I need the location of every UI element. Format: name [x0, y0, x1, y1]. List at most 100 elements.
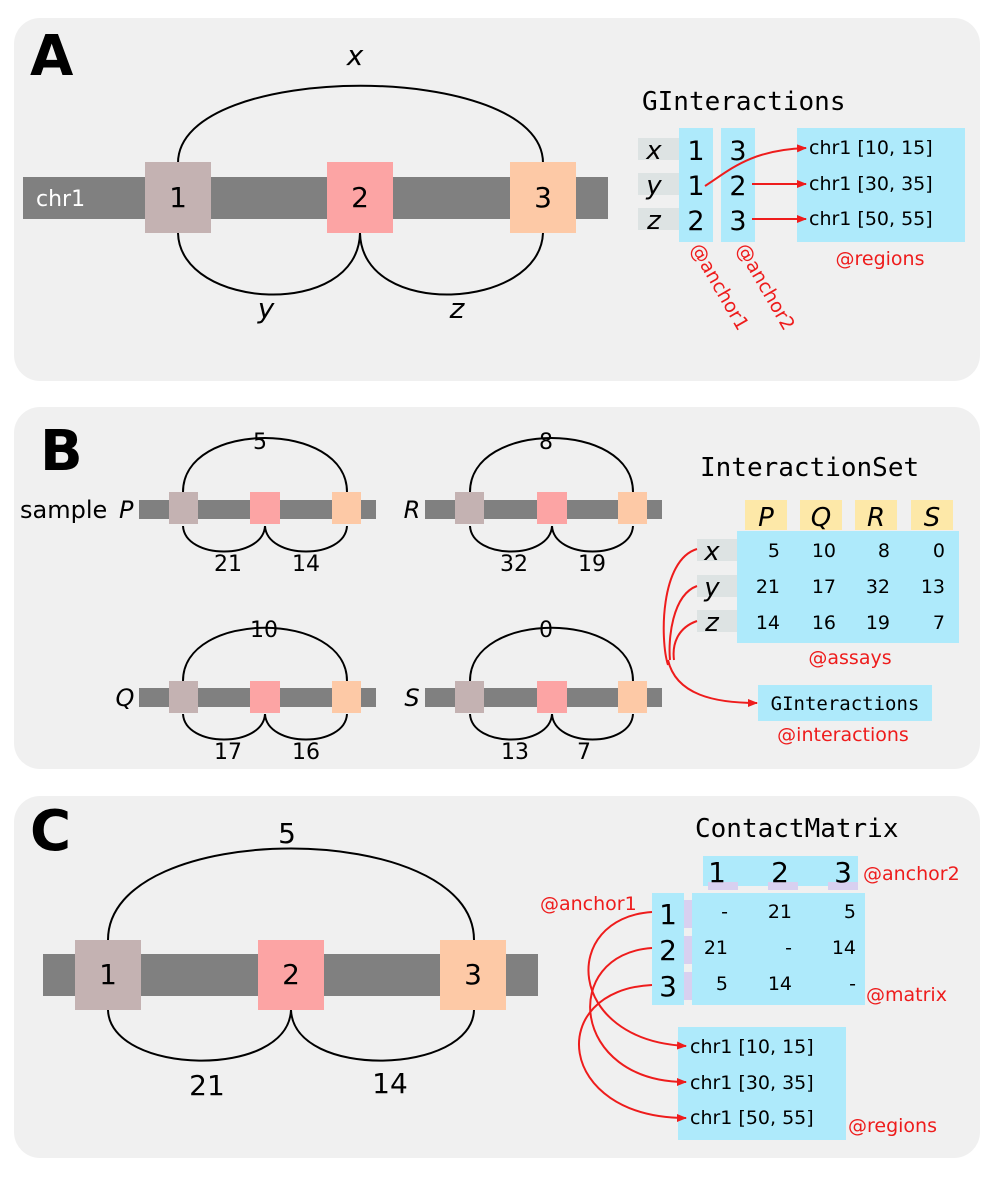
column-header-bg-q [800, 500, 842, 530]
anchor1-value-y: 1 [687, 171, 704, 202]
arc-left [107, 1009, 292, 1062]
contactmatrix-title: ContactMatrix [695, 814, 899, 844]
assay-cell: 16 [812, 612, 836, 634]
anchor-region-1 [455, 681, 484, 713]
arc-top [107, 847, 475, 941]
column-header-2: 2 [771, 856, 789, 889]
column-header-r: R [867, 503, 885, 533]
arc-left [469, 713, 553, 741]
column-header-bg-p [745, 500, 787, 530]
count-left: 13 [501, 740, 529, 765]
arrow-row-y [668, 585, 698, 661]
arc-label-y: y [257, 292, 275, 325]
row-label-z: z [704, 608, 720, 638]
panel-c: C 1 2 3 5 21 14 ContactMatrix 1 2 3 @anc… [14, 796, 980, 1158]
slot-anchor2-label: @anchor2 [863, 863, 960, 885]
contact-matrix-values: - 21 5 21 - 14 5 14 - [704, 901, 856, 995]
anchor-label-1: 1 [169, 181, 187, 214]
arc-z [359, 232, 544, 296]
anchor2-header-box [703, 856, 858, 886]
count-left: 17 [214, 740, 242, 765]
column-header-s: S [924, 503, 941, 533]
arrow-to-interactions [667, 659, 758, 707]
assay-cell: 19 [866, 612, 890, 634]
sample-name: S [404, 684, 419, 712]
interactions-box [758, 685, 932, 721]
arc-right [264, 525, 348, 553]
anchor2-value-x: 3 [729, 136, 746, 167]
assay-cell: 8 [878, 540, 890, 562]
assay-cell: 0 [933, 540, 945, 562]
anchor-label-2: 2 [282, 958, 300, 991]
assay-cell: 17 [812, 576, 836, 598]
column-header-q: Q [811, 503, 831, 533]
anchor1-header-box [652, 893, 684, 1005]
row-label-y: y [645, 171, 662, 201]
assay-cell: 14 [756, 612, 780, 634]
row-header-1: 1 [659, 898, 677, 931]
count-top: 0 [539, 618, 553, 643]
count-top: 5 [278, 817, 296, 850]
row-header-2: 2 [659, 934, 677, 967]
assays-matrix-box [737, 531, 959, 643]
arc-label-z: z [449, 292, 466, 325]
arc-top [182, 437, 348, 493]
slot-regions-label: @regions [836, 248, 925, 270]
header-tick [768, 882, 798, 890]
row-label-bg-z [638, 208, 680, 230]
anchor-region-3 [440, 940, 506, 1010]
row-header-3: 3 [659, 970, 677, 1003]
panel-b-letter: B [40, 419, 83, 484]
arc-right [290, 1009, 475, 1062]
arc-right [551, 525, 634, 553]
region-2: chr1 [30, 35] [690, 1072, 814, 1094]
anchor-region-2 [250, 492, 280, 524]
matrix-cell: 14 [768, 973, 792, 995]
region-3: chr1 [50, 55] [809, 208, 933, 230]
anchor-label-3: 3 [534, 181, 552, 214]
region-1: chr1 [10, 15] [809, 137, 933, 159]
anchor-region-2 [258, 940, 324, 1010]
matrix-cell: 21 [768, 901, 792, 923]
count-right: 14 [372, 1067, 408, 1100]
anchor-region-1 [145, 162, 211, 233]
anchor-region-1 [75, 940, 141, 1010]
arrow-row1-to-region1 [587, 911, 687, 1050]
interactions-box-label: GInteractions [771, 693, 920, 715]
anchor-region-3 [618, 492, 647, 524]
arc-left [182, 525, 266, 553]
anchor-region-3 [332, 492, 361, 524]
arc-top [469, 626, 634, 682]
ginteractions-title: GInteractions [642, 87, 846, 117]
arc-top [182, 626, 348, 682]
row-label-x: x [703, 537, 720, 567]
arc-right [264, 713, 348, 741]
matrix-cell: - [721, 901, 728, 923]
sample-name: P [119, 496, 134, 524]
header-tick [828, 882, 858, 890]
arc-y [177, 232, 361, 296]
anchor2-column [721, 128, 755, 242]
sample-r-diagram: R 8 32 19 [404, 430, 662, 577]
anchor2-value-y: 2 [729, 171, 746, 202]
slot-regions-label: @regions [848, 1115, 937, 1137]
sample-name: R [404, 496, 421, 524]
count-top: 10 [250, 618, 278, 643]
arrow-row2-to-region2 [589, 947, 687, 1086]
region-1: chr1 [10, 15] [690, 1036, 814, 1058]
header-tick [684, 972, 692, 1000]
arc-x [177, 84, 544, 164]
anchor1-value-z: 2 [687, 206, 704, 237]
slot-matrix-label: @matrix [866, 984, 947, 1006]
panel-b: B sample P 5 21 14 R 8 32 [14, 407, 980, 769]
count-left: 21 [189, 1069, 225, 1102]
matrix-cell: 5 [716, 973, 728, 995]
arc-left [182, 713, 266, 741]
regions-box [678, 1027, 846, 1140]
row-label-bg-y [638, 173, 680, 195]
panel-a: A chr1 1 2 3 x y z GInteractions x y z 1… [14, 18, 980, 381]
anchor-region-2 [537, 681, 567, 713]
anchor-region-1 [169, 681, 198, 713]
chromosome-label: chr1 [36, 187, 85, 212]
anchor-region-3 [510, 162, 576, 233]
